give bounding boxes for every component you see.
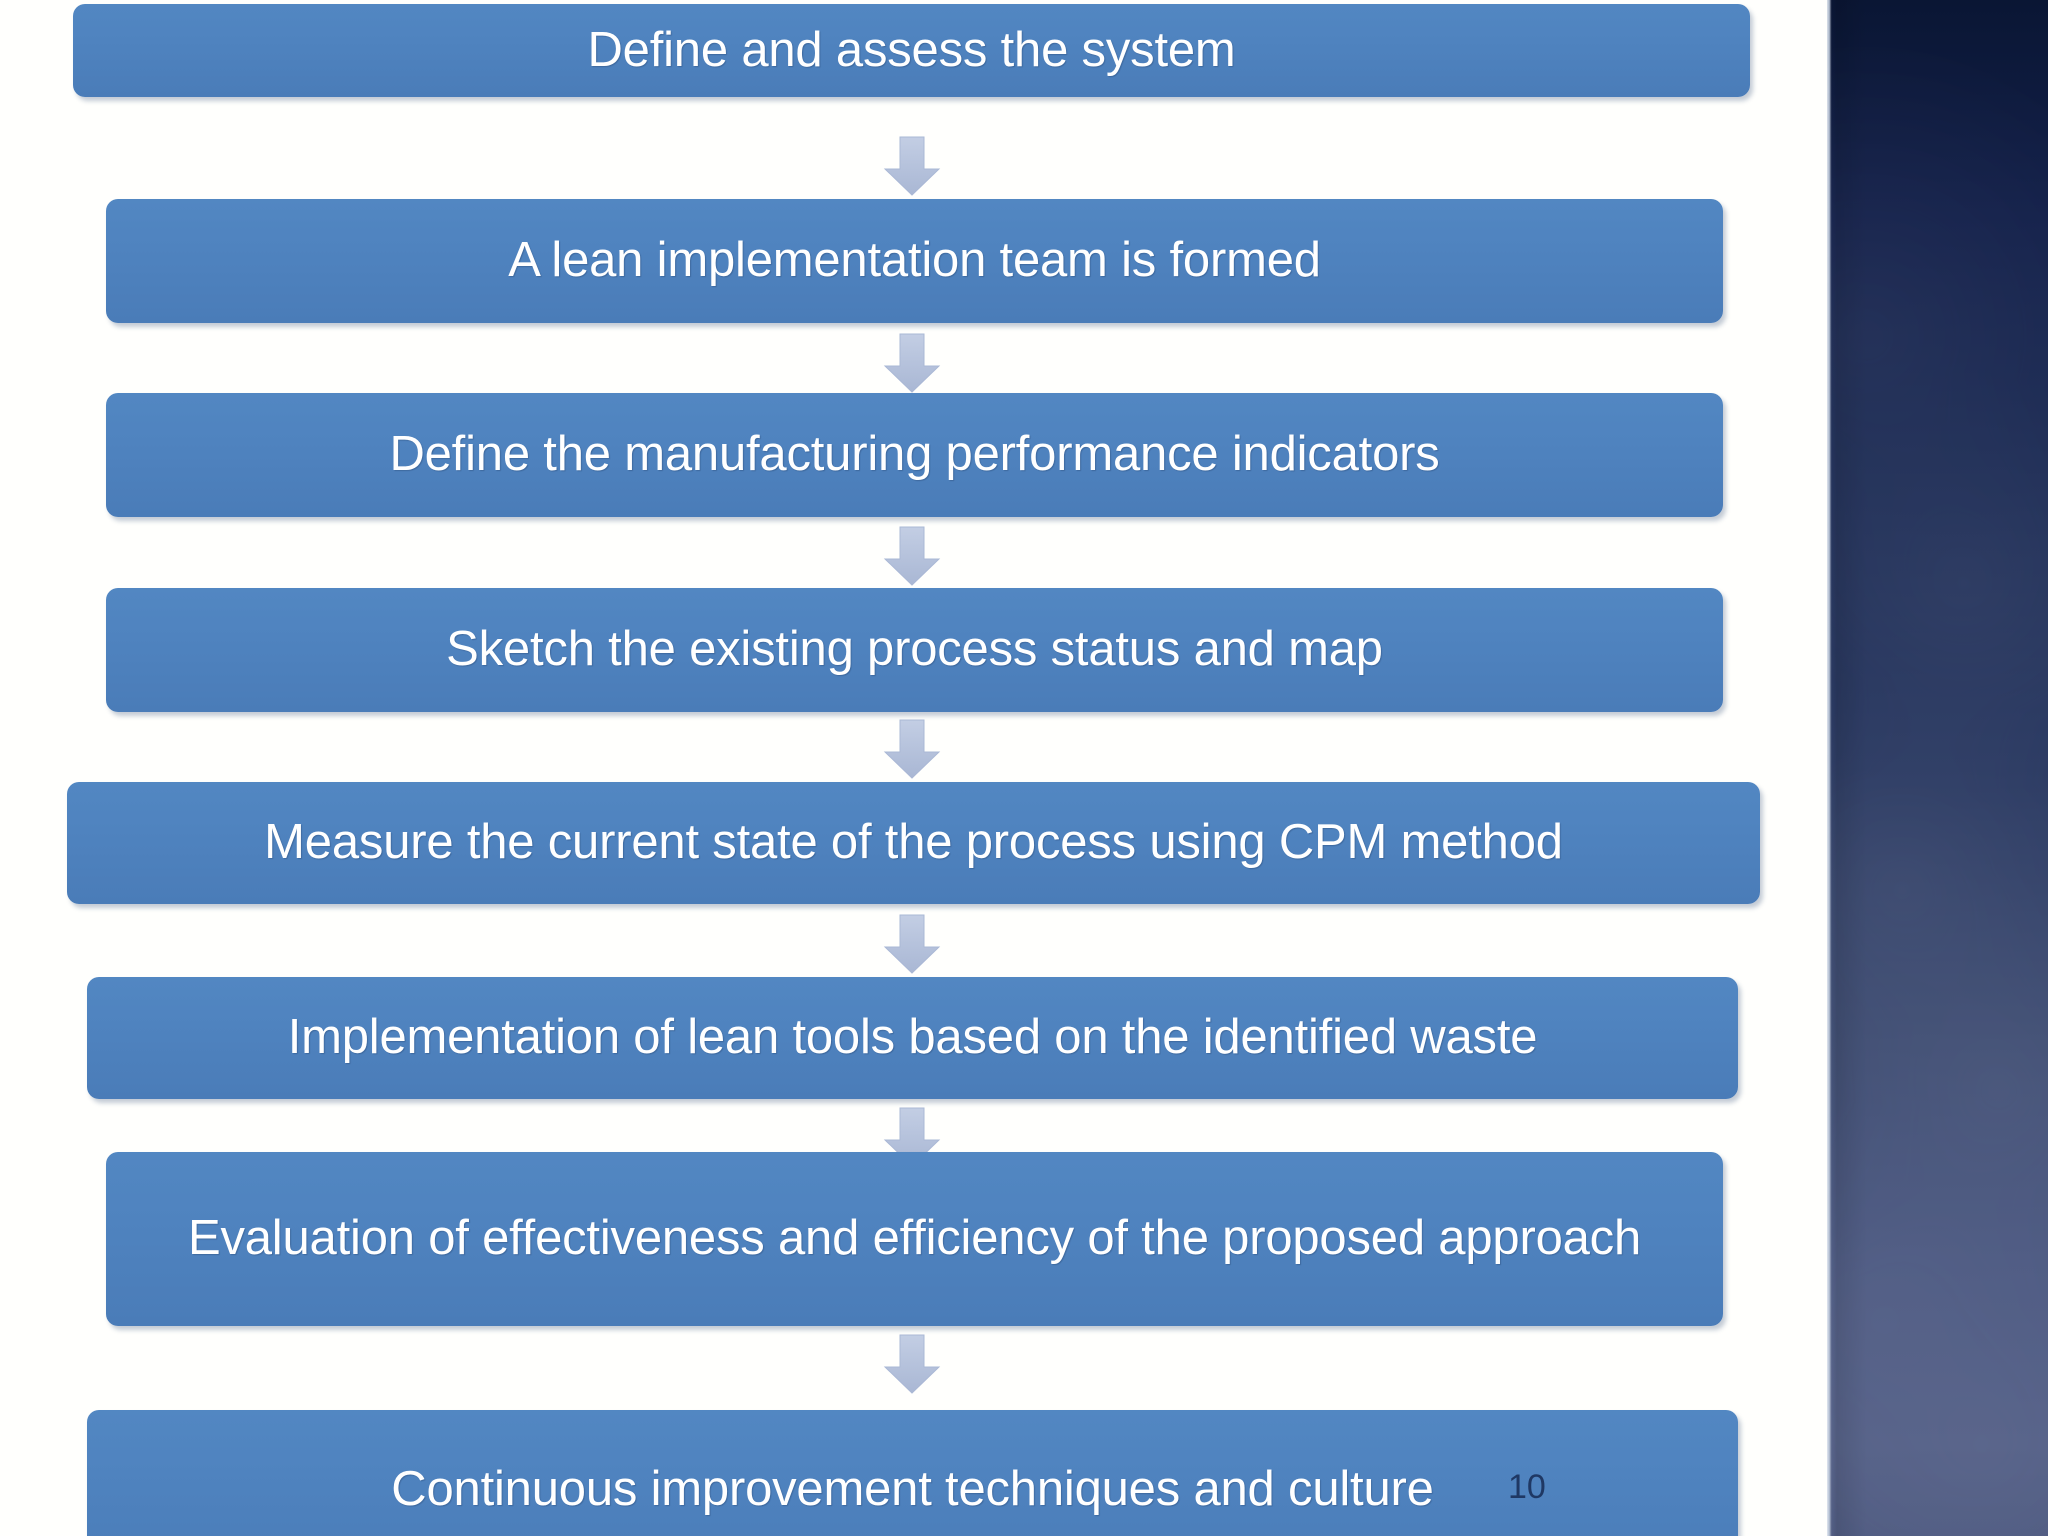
page-number: 10 [1508, 1468, 1546, 1506]
decorative-side-band [1827, 0, 2048, 1536]
flow-step-3[interactable]: Define the manufacturing performance ind… [106, 393, 1723, 517]
down-arrow-icon-1 [881, 135, 943, 197]
down-arrow-icon-5 [881, 913, 943, 975]
slide-content-area: Define and assess the system A lean impl… [67, 4, 1760, 1536]
side-band-edge [1827, 0, 1831, 1536]
flow-step-5-label: Measure the current state of the process… [264, 815, 1563, 870]
flow-step-3-label: Define the manufacturing performance ind… [389, 427, 1440, 482]
down-arrow-icon-4 [881, 718, 943, 780]
down-arrow-icon-3 [881, 525, 943, 587]
flow-step-6-label: Implementation of lean tools based on th… [287, 1010, 1538, 1065]
flow-step-1[interactable]: Define and assess the system [73, 4, 1750, 97]
flow-step-8[interactable]: Continuous improvement techniques and cu… [87, 1410, 1738, 1536]
flow-step-7-label: Evaluation of effectiveness and efficien… [187, 1211, 1642, 1266]
flow-step-4-label: Sketch the existing process status and m… [446, 622, 1383, 677]
down-arrow-icon-2 [881, 332, 943, 394]
flow-step-7[interactable]: Evaluation of effectiveness and efficien… [106, 1152, 1723, 1326]
flow-step-6[interactable]: Implementation of lean tools based on th… [87, 977, 1738, 1099]
flow-step-2[interactable]: A lean implementation team is formed [106, 199, 1723, 323]
down-arrow-icon-7 [881, 1333, 943, 1395]
flow-step-8-label: Continuous improvement techniques and cu… [391, 1462, 1434, 1517]
flow-step-1-label: Define and assess the system [587, 22, 1236, 77]
flow-step-5[interactable]: Measure the current state of the process… [67, 782, 1760, 904]
flow-step-4[interactable]: Sketch the existing process status and m… [106, 588, 1723, 712]
side-band-texture [1827, 0, 2048, 1536]
flow-step-2-label: A lean implementation team is formed [508, 233, 1321, 288]
